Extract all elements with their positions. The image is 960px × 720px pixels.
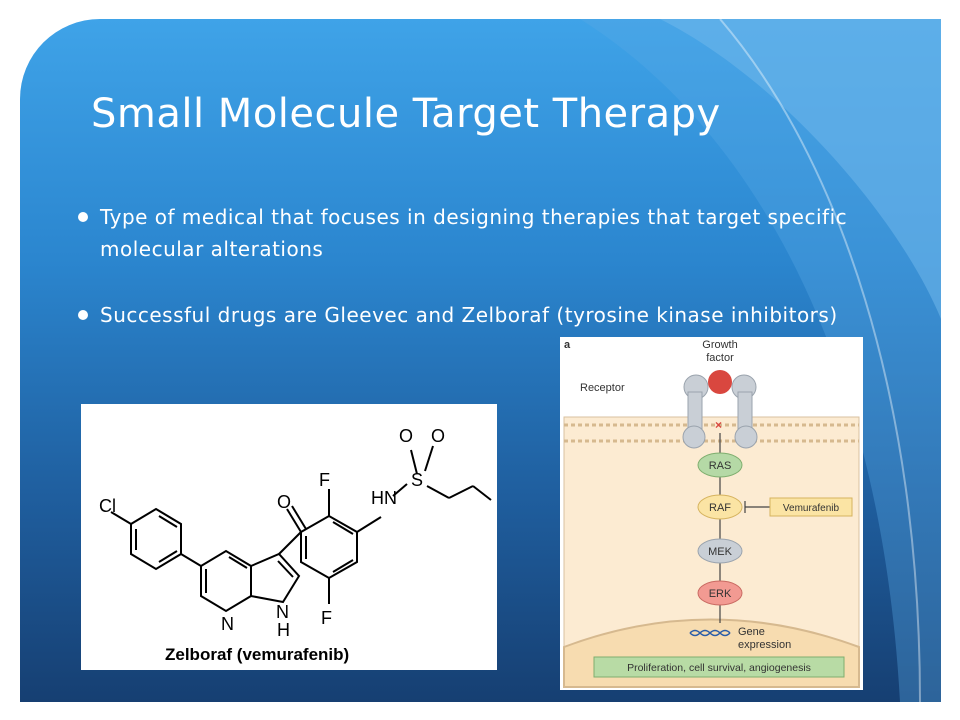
atom-label: N: [221, 614, 234, 634]
vemurafenib-structure-figure: Cl F F O HN S O O N N H Zelboraf (vemura…: [81, 404, 497, 670]
outcome-label: Proliferation, cell survival, angiogenes…: [627, 662, 811, 674]
pathway-node-erk: ERK: [709, 588, 732, 600]
growth-factor-label: factor: [706, 352, 734, 364]
molecule-drawing: Cl F F O HN S O O N N H Zelboraf (vemura…: [99, 426, 492, 664]
bullet-dot-icon: [78, 310, 88, 320]
atom-label: N: [276, 602, 289, 622]
pathway-node-raf: RAF: [709, 502, 731, 514]
atom-label: O: [277, 492, 291, 512]
ras-raf-pathway-figure: a Growth factor Receptor ×: [560, 337, 863, 690]
gene-expression-label: expression: [738, 639, 791, 651]
slide-title: Small Molecule Target Therapy: [91, 91, 721, 137]
atom-label: Cl: [99, 496, 116, 516]
bullet-text: Type of medical that focuses in designin…: [100, 205, 848, 261]
atom-label: O: [431, 426, 445, 446]
panel-label: a: [564, 339, 571, 351]
pathway-node-ras: RAS: [709, 460, 732, 472]
pathway-node-mek: MEK: [708, 546, 733, 558]
gene-expression-label: Gene: [738, 626, 765, 638]
blocked-mark: ×: [715, 418, 722, 432]
atom-label: F: [319, 470, 330, 490]
atom-label: H: [277, 620, 290, 640]
growth-factor-ligand-icon: [708, 370, 732, 394]
bullet-item: Successful drugs are Gleevec and Zelbora…: [78, 299, 870, 331]
atom-label: F: [321, 608, 332, 628]
drug-label: Vemurafenib: [783, 503, 840, 514]
pathway-drawing: a Growth factor Receptor ×: [563, 339, 860, 688]
receptor-label: Receptor: [580, 382, 625, 394]
bullet-item: Type of medical that focuses in designin…: [78, 201, 870, 265]
bullet-text: Successful drugs are Gleevec and Zelbora…: [100, 303, 838, 327]
atom-label: HN: [371, 488, 397, 508]
atom-label: O: [399, 426, 413, 446]
growth-factor-label: Growth: [702, 339, 737, 351]
slide: Small Molecule Target Therapy Type of me…: [20, 19, 941, 702]
atom-label: S: [411, 470, 423, 490]
decorative-swoosh: [580, 19, 941, 702]
molecule-caption: Zelboraf (vemurafenib): [165, 645, 349, 664]
bullet-dot-icon: [78, 212, 88, 222]
